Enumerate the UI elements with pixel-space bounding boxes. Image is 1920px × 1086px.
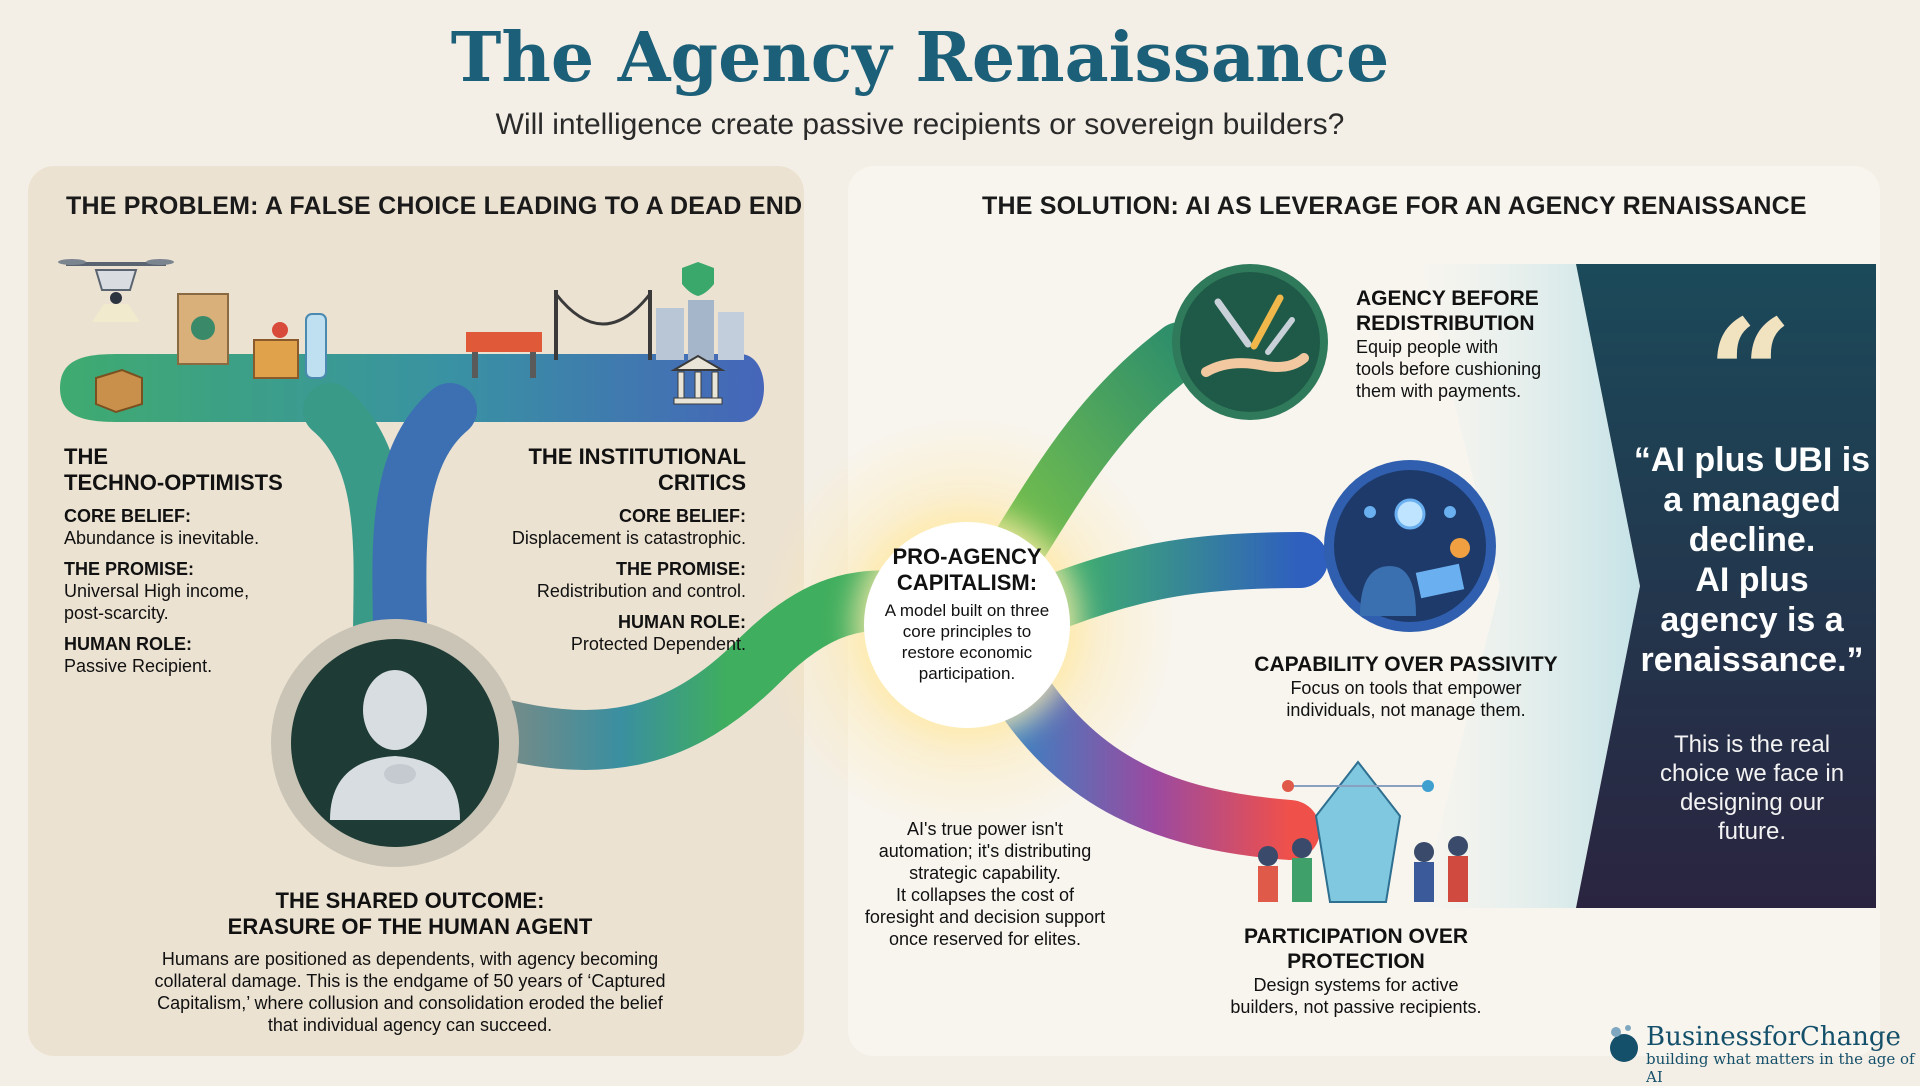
quote-sub-line1: This is the real <box>1673 731 1831 758</box>
principle1-line3: them with payments. <box>1356 381 1522 401</box>
quote-sub-line4: future. <box>1717 818 1787 845</box>
institution-buildings-icon <box>656 262 744 360</box>
optimists-belief: Abundance is inevitable. <box>64 528 260 548</box>
courthouse-icon <box>670 354 726 405</box>
principle1-line1: Equip people with <box>1356 337 1499 357</box>
safety-net-icon <box>554 290 652 360</box>
tools-hand-icon <box>1172 264 1328 420</box>
builders-crystal-icon <box>1258 760 1468 903</box>
institutional-critics-block: THE INSTITUTIONAL CRITICS CORE BELIEF: D… <box>460 444 746 655</box>
principle2-line1: Focus on tools that empower <box>1290 678 1522 698</box>
outcome-line1: Humans are positioned as dependents, wit… <box>161 949 659 969</box>
power-line6: once reserved for elites. <box>888 929 1082 949</box>
quote-line6: renaissance.” <box>1640 641 1864 679</box>
critics-promise: Redistribution and control. <box>536 581 746 601</box>
principle3-line1: Design systems for active <box>1253 975 1459 995</box>
person-network-icon <box>1324 460 1496 632</box>
solution-heading: THE SOLUTION: AI AS LEVERAGE FOR AN AGEN… <box>982 192 1807 220</box>
quote-line5: agency is a <box>1660 601 1844 639</box>
principle2-line2: individuals, not manage them. <box>1286 700 1526 720</box>
pro-agency-title-line2: CAPITALISM: <box>896 570 1038 595</box>
quote-text: “AI plus UBI is a managed decline. AI pl… <box>1620 440 1884 680</box>
optimists-promise-line2: post-scarcity. <box>64 603 169 623</box>
principle1-title-line1: AGENCY BEFORE <box>1356 287 1539 310</box>
principle-capability-block: CAPABILITY OVER PASSIVITY Focus on tools… <box>1236 652 1576 721</box>
pro-agency-line3: restore economic <box>901 643 1033 662</box>
problem-heading: THE PROBLEM: A FALSE CHOICE LEADING TO A… <box>66 192 803 220</box>
outcome-line4: that individual agency can succeed. <box>267 1015 553 1035</box>
optimists-promise-line1: Universal High income, <box>64 581 250 601</box>
ai-power-note: AI's true power isn't automation; it's d… <box>840 818 1130 950</box>
page-subtitle: Will intelligence create passive recipie… <box>495 108 1345 141</box>
quote-mark-icon: “ <box>1706 287 1794 463</box>
pro-agency-disc <box>864 522 1070 728</box>
critics-title-line2: CRITICS <box>658 470 746 495</box>
pro-agency-block: PRO-AGENCY CAPITALISM: A model built on … <box>872 544 1062 684</box>
pro-agency-line1: A model built on three <box>884 601 1050 620</box>
quote-sub-line2: choice we face in <box>1659 760 1845 787</box>
package-box-icon <box>95 368 143 414</box>
techno-optimists-title-line2: TECHNO-OPTIMISTS <box>64 470 283 495</box>
principle2-title-line1: CAPABILITY OVER PASSIVITY <box>1254 653 1558 676</box>
quote-line3: decline. <box>1688 521 1816 559</box>
food-basket-icon <box>253 313 327 379</box>
critics-title-line1: THE INSTITUTIONAL <box>528 444 746 469</box>
outcome-title-line2: ERASURE OF THE HUMAN AGENT <box>227 914 593 939</box>
quote-subtext: This is the real choice we face in desig… <box>1620 730 1884 846</box>
power-line5: foresight and decision support <box>864 907 1106 927</box>
principle1-line2: tools before cushioning <box>1356 359 1542 379</box>
optimists-belief-label: CORE BELIEF: <box>64 506 192 526</box>
critics-promise-label: THE PROMISE: <box>615 559 746 579</box>
techno-optimists-title-line1: THE <box>64 444 108 469</box>
thinking-person-icon <box>330 670 460 820</box>
pro-agency-line2: core principles to <box>902 622 1032 641</box>
principle-agency-block: AGENCY BEFORE REDISTRIBUTION Equip peopl… <box>1356 286 1586 402</box>
quote-sub-line3: designing our <box>1679 789 1825 816</box>
power-line4: It collapses the cost of <box>895 885 1075 905</box>
techno-optimists-block: THE TECHNO-OPTIMISTS CORE BELIEF: Abunda… <box>64 444 324 677</box>
critics-role: Protected Dependent. <box>570 634 746 654</box>
power-line1: AI's true power isn't <box>907 819 1063 839</box>
principle3-title-line1: PARTICIPATION OVER <box>1243 925 1468 948</box>
optimists-role: Passive Recipient. <box>64 656 213 676</box>
pro-agency-title-line1: PRO-AGENCY <box>892 544 1042 569</box>
critics-belief-label: CORE BELIEF: <box>618 506 746 526</box>
principle3-line2: builders, not passive recipients. <box>1230 997 1482 1017</box>
optimists-role-label: HUMAN ROLE: <box>64 634 192 654</box>
grocery-bag-icon <box>177 293 229 365</box>
page-title: The Agency Renaissance <box>450 18 1390 98</box>
outcome-line2: collateral damage. This is the endgame o… <box>154 971 666 991</box>
principle1-title-line2: REDISTRIBUTION <box>1356 312 1535 335</box>
brand-tagline: building what matters in the age of AI <box>1646 1050 1915 1086</box>
shared-outcome-block: THE SHARED OUTCOME: ERASURE OF THE HUMAN… <box>60 888 760 1036</box>
outcome-line3: Capitalism,’ where collusion and consoli… <box>157 993 663 1013</box>
pro-agency-line4: participation. <box>918 664 1016 683</box>
optimists-promise-label: THE PROMISE: <box>64 559 195 579</box>
principle-participation-block: PARTICIPATION OVER PROTECTION Design sys… <box>1196 924 1516 1018</box>
principle3-title-line2: PROTECTION <box>1287 950 1425 973</box>
brand-name: BusinessforChange <box>1646 1022 1901 1052</box>
outcome-title-line1: THE SHARED OUTCOME: <box>275 888 545 913</box>
brand-logo-icon <box>1610 1025 1638 1062</box>
quote-line2: a managed <box>1663 481 1841 519</box>
critics-belief: Displacement is catastrophic. <box>511 528 746 548</box>
power-line3: strategic capability. <box>909 863 1061 883</box>
quote-line1: “AI plus UBI is <box>1633 441 1871 479</box>
power-line2: automation; it's distributing <box>878 841 1092 861</box>
quote-line4: AI plus <box>1695 561 1809 599</box>
barrier-icon <box>466 332 542 378</box>
critics-role-label: HUMAN ROLE: <box>618 612 746 632</box>
drone-icon <box>58 259 174 322</box>
